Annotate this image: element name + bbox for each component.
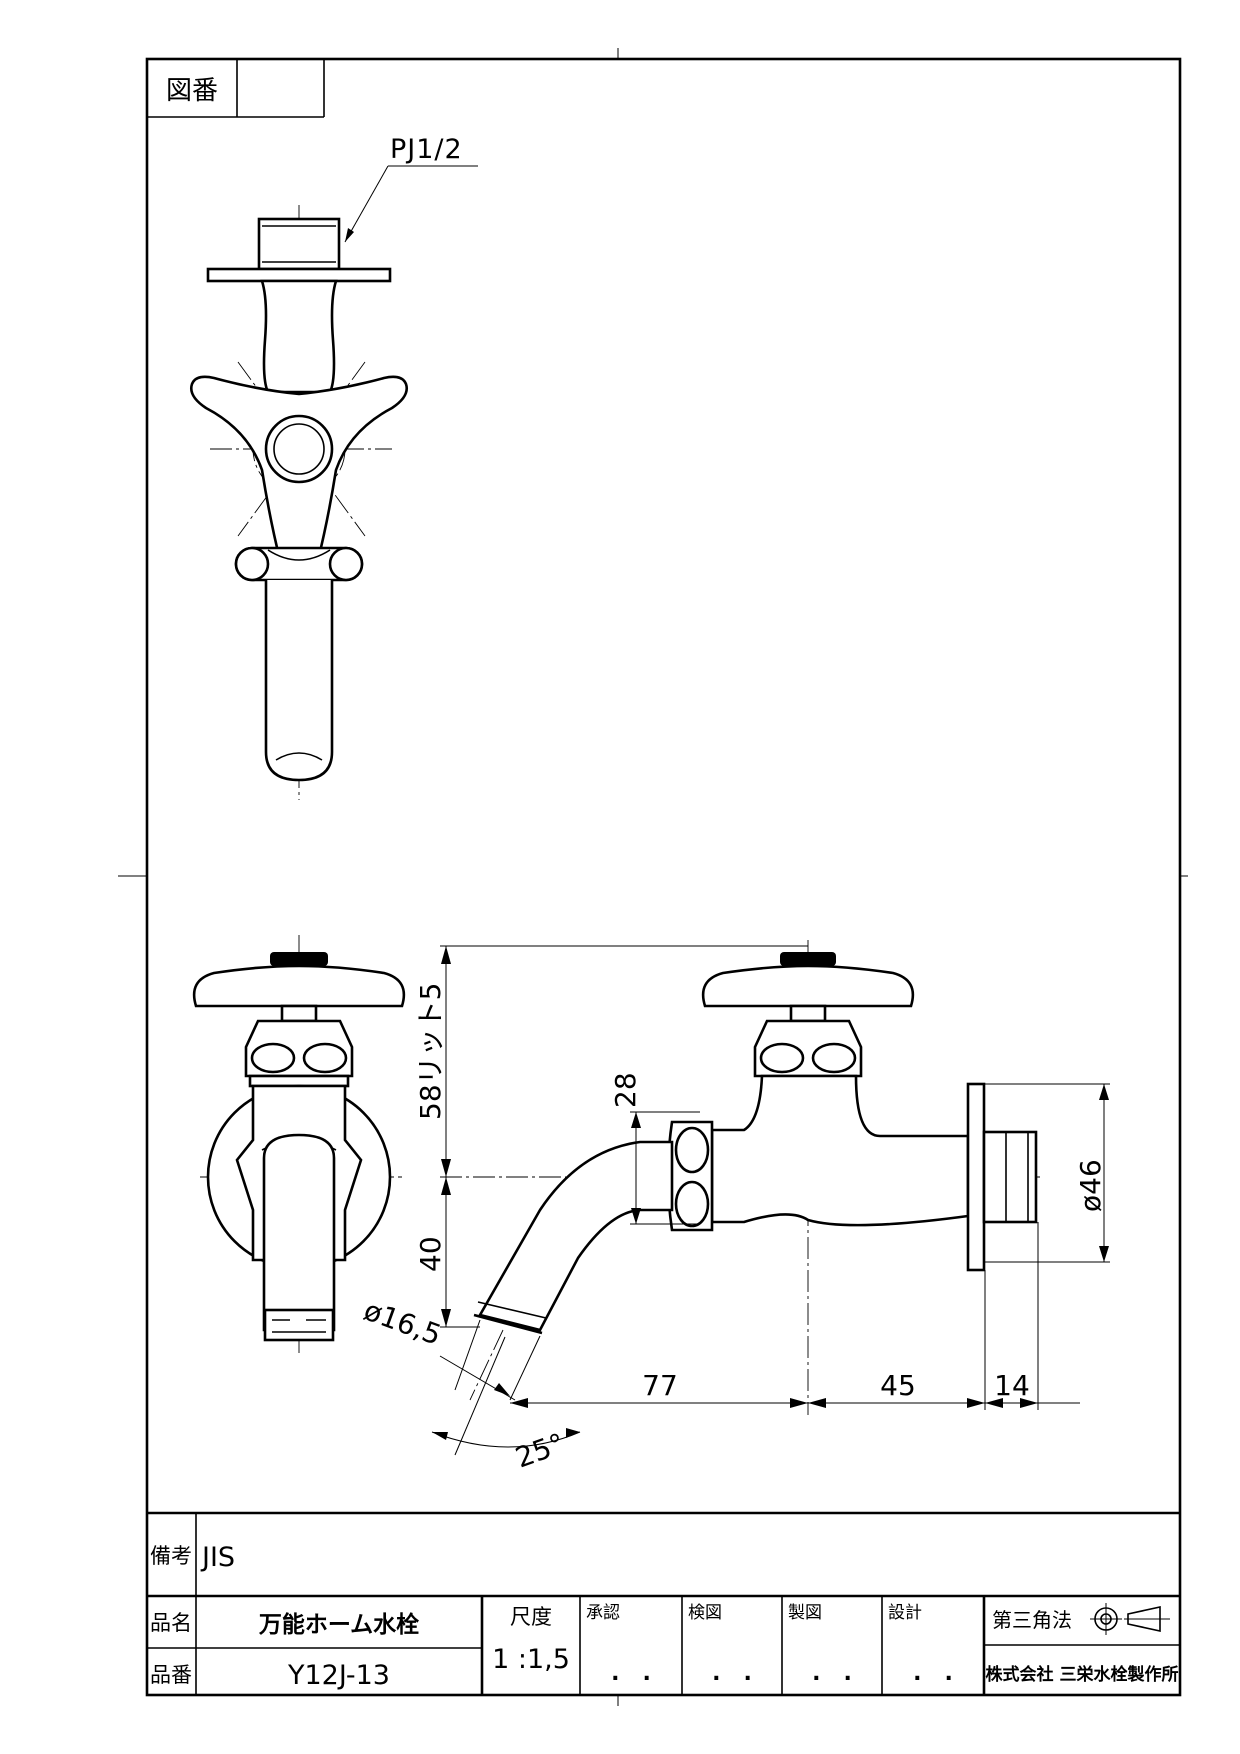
side-view (440, 940, 1040, 1415)
remarks-label: 備考 (150, 1544, 192, 1568)
dim-spout-dia: ø16,5 (360, 1294, 446, 1352)
dim-angle: 25° (511, 1427, 569, 1475)
drafting-date: . . (812, 1661, 852, 1686)
drawing-number-box: 図番 (147, 59, 325, 118)
scale-value: 1 :1,5 (492, 1644, 570, 1675)
thread-nipple (257, 217, 341, 271)
product-number-label: 品番 (150, 1663, 192, 1687)
flange-plate (206, 267, 392, 283)
scale-label: 尺度 (510, 1605, 552, 1629)
faucet-body (710, 1074, 970, 1227)
drawing-number-label: 図番 (166, 76, 218, 106)
handle-hub (264, 414, 334, 484)
company-name: 株式会社 三栄水栓製作所 (986, 1664, 1179, 1685)
handle-side-view (701, 964, 915, 1008)
dim-len-flange: 14 (994, 1369, 1030, 1402)
product-name-label: 品名 (150, 1611, 192, 1635)
handle-front-view (192, 964, 406, 1008)
remarks-value: JIS (200, 1542, 235, 1573)
front-view (192, 935, 406, 1355)
approval-date: . . (611, 1661, 651, 1686)
design-label: 設計 (888, 1603, 922, 1623)
side-flange (966, 1082, 986, 1272)
thread-callout: PJ1/2 (344, 134, 478, 243)
check-date: . . (712, 1661, 752, 1686)
approval-label: 承認 (586, 1603, 620, 1623)
dim-flange-dia: ø46 (1074, 1159, 1107, 1212)
product-number-value: Y12J-13 (287, 1660, 390, 1691)
curved-spout (478, 1140, 674, 1332)
dim-body-height: 28 (609, 1072, 642, 1108)
drafting-label: 製図 (788, 1603, 822, 1623)
projection-label: 第三角法 (992, 1608, 1072, 1632)
dim-len-spout: 77 (642, 1369, 678, 1402)
sheet-frame (118, 48, 1188, 1706)
third-angle-projection-icon (1090, 1603, 1170, 1635)
spout-top-view (264, 580, 334, 782)
top-view (190, 205, 408, 800)
title-block: 備考 JIS 品名 万能ホーム水栓 品番 Y12J-13 尺度 1 :1,5 承… (147, 1511, 1180, 1695)
thread-size-label: PJ1/2 (390, 134, 463, 165)
dimension-lines (431, 945, 1110, 1456)
dim-height-upper: 58リット5 (414, 983, 447, 1120)
product-name-value: 万能ホーム水栓 (259, 1611, 419, 1638)
check-label: 検図 (688, 1603, 722, 1623)
dimension-texts: 58リット5 40 28 ø46 ø16,5 77 45 14 25° (360, 983, 1107, 1475)
design-date: . . (913, 1661, 953, 1686)
dim-len-body: 45 (880, 1369, 916, 1402)
dim-height-lower: 40 (414, 1236, 447, 1272)
